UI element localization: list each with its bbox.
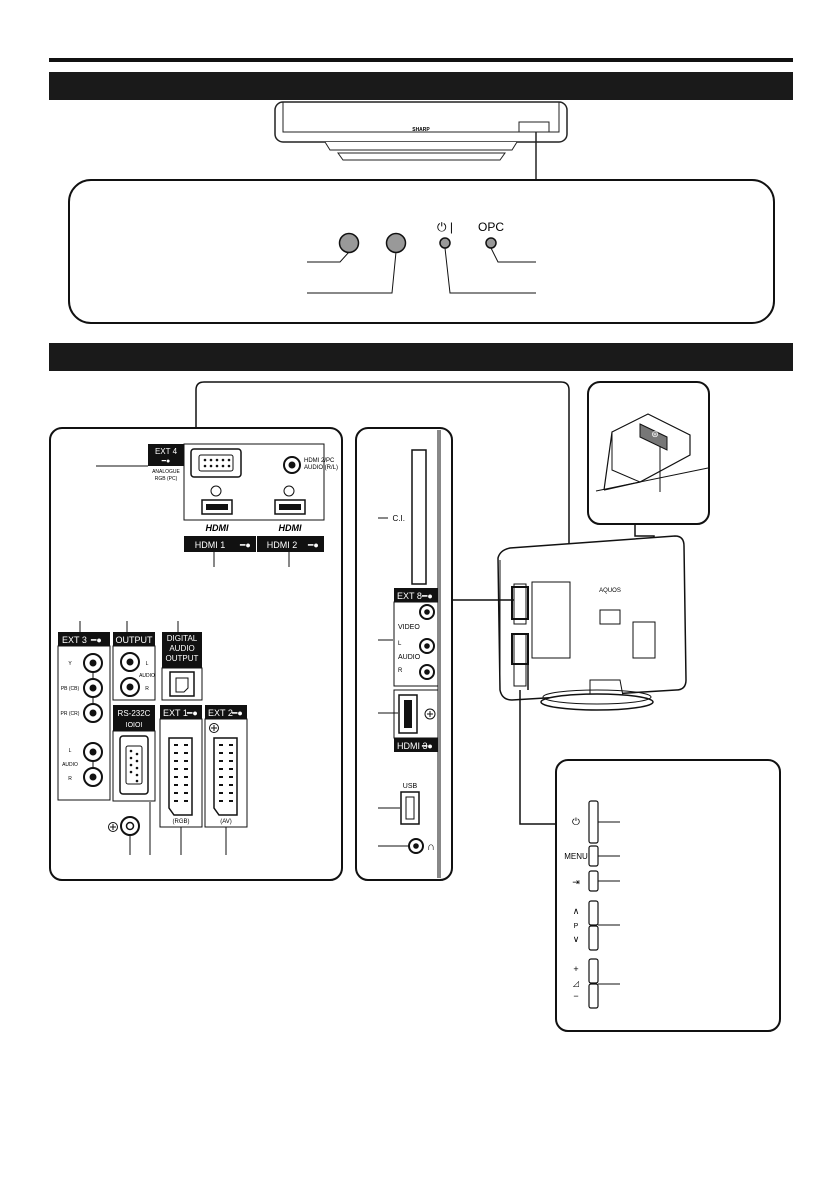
front-section-header-bar xyxy=(49,72,793,100)
svg-text:━●: ━● xyxy=(307,540,319,550)
ext3-r: R xyxy=(68,776,72,782)
side-volume-icon: ◿ xyxy=(573,979,580,988)
ext8-r: R xyxy=(398,668,403,674)
video-label: VIDEO xyxy=(398,624,420,631)
side-menu-button[interactable]: MENU xyxy=(564,852,588,861)
power-indicator-label: ⏻ | xyxy=(437,220,453,234)
side-channel-p-label: P xyxy=(574,923,579,930)
usb-label: USB xyxy=(403,783,418,790)
remote-sensor-lamp xyxy=(338,232,360,254)
ext3-audio: AUDIO xyxy=(62,762,78,768)
digital-audio-output-label-3: OUTPUT xyxy=(166,654,199,663)
ext8-label: EXT 8 xyxy=(397,591,422,601)
hdmi1-logo: HDMI xyxy=(206,523,229,533)
svg-text:━●: ━● xyxy=(421,591,433,601)
rs232c-frame xyxy=(112,730,156,802)
side-input-button[interactable]: ⇥ xyxy=(572,877,580,887)
ext3-pb: PB (CB) xyxy=(61,686,80,692)
analogue-rgb-label: ANALOGUE xyxy=(152,469,180,475)
rs232c-sub: IOIOI xyxy=(126,722,143,729)
opc-indicator-lamp xyxy=(485,237,497,249)
svg-text:━●: ━● xyxy=(186,708,198,718)
side-power-button[interactable]: ⏻ xyxy=(572,817,580,828)
rs232c-port xyxy=(119,735,149,795)
ext8-jacks xyxy=(419,604,435,680)
svg-text:━●: ━● xyxy=(231,708,243,718)
ext3-l: L xyxy=(69,748,72,754)
svg-text:━●: ━● xyxy=(90,635,102,645)
svg-text:━●: ━● xyxy=(239,540,251,550)
svg-text:━●: ━● xyxy=(421,741,433,751)
ext3-y: Y xyxy=(68,661,72,667)
vga-port xyxy=(190,448,242,478)
output-frame xyxy=(112,645,156,701)
front-sensor-panel xyxy=(518,121,550,133)
output-label: OUTPUT xyxy=(116,635,154,645)
side-channel-up-button[interactable]: ∧ xyxy=(573,906,580,916)
scart-ext1-port xyxy=(168,737,193,816)
front-indicator-callout xyxy=(68,179,775,324)
ac-input-illustration: ⊛ xyxy=(595,413,709,492)
ci-slot xyxy=(411,449,427,585)
output-jacks xyxy=(120,652,140,697)
svg-text:⊛: ⊛ xyxy=(651,429,659,439)
output-l: L xyxy=(146,661,149,667)
front-leader-lines xyxy=(307,247,536,294)
front-brand-logo: SHARP xyxy=(412,127,430,133)
ext2-label: EXT 2 xyxy=(208,708,233,718)
ci-label: C.I. xyxy=(393,514,405,523)
power-indicator-lamp xyxy=(439,237,451,249)
hdmi3-label: HDMI 3 xyxy=(397,741,428,751)
opc-label: OPC xyxy=(478,220,504,234)
hdmi1-port xyxy=(201,485,233,515)
rear-bracket-line xyxy=(195,381,570,596)
opc-sensor-lamp xyxy=(385,232,407,254)
ext1-label: EXT 1 xyxy=(163,708,188,718)
top-rule xyxy=(49,58,793,62)
ext3-label: EXT 3 xyxy=(62,635,87,645)
tv-front-illustration: SHARP xyxy=(274,101,568,180)
output-r: R xyxy=(145,686,149,692)
ext1-sub: (RGB) xyxy=(173,819,190,825)
ext3-pr: PR (CR) xyxy=(61,711,80,717)
ext4-badge xyxy=(148,444,184,466)
hdmi3-port xyxy=(398,694,436,734)
ext4-label: EXT 4 xyxy=(155,447,178,456)
hdmi2-label: HDMI 2 xyxy=(267,540,298,550)
analogue-rgb-label-2: RGB (PC) xyxy=(155,476,178,482)
headphone-icon: ∩ xyxy=(427,841,435,853)
rs232c-label: RS-232C xyxy=(118,709,151,718)
hdmi-pc-audio-label: HDMI 2/PC xyxy=(304,458,335,464)
hdmi-pc-frame xyxy=(183,443,325,521)
ext8-audio: AUDIO xyxy=(398,654,421,661)
ext3-jacks xyxy=(83,653,103,787)
hdmi2-port xyxy=(274,485,306,515)
output-audio: AUDIO xyxy=(139,673,155,679)
side-volume-up-button[interactable]: + xyxy=(573,964,578,974)
tv-logo: AQUOS xyxy=(599,588,621,594)
hdmi-pc-audio-label-2: AUDIO (R/L) xyxy=(304,465,338,471)
hdmi1-label: HDMI 1 xyxy=(195,540,226,550)
side-button-callout xyxy=(555,759,781,1032)
ext3-frame xyxy=(57,645,111,801)
tv-rear-illustration: AQUOS xyxy=(497,535,687,711)
side-channel-down-button[interactable]: ∨ xyxy=(573,934,580,944)
side-terminal-panel xyxy=(355,427,453,881)
scart-ext2-port xyxy=(209,723,238,816)
ext2-sub: (AV) xyxy=(220,819,232,825)
digital-audio-output-label-1: DIGITAL xyxy=(167,634,198,643)
hdmi2-logo: HDMI xyxy=(279,523,302,533)
side-button-shapes xyxy=(588,800,599,1009)
side-volume-down-button[interactable]: − xyxy=(573,991,578,1001)
ext8-l: L xyxy=(398,641,402,647)
rear-section-header-bar xyxy=(49,343,793,371)
rear-connector-lines xyxy=(452,586,555,825)
rear-leader-lines xyxy=(129,802,227,855)
ext8-frame xyxy=(393,601,439,687)
headphone-jack: ∩ xyxy=(408,838,435,854)
digital-audio-output-label-2: AUDIO xyxy=(169,644,194,653)
digital-frame xyxy=(161,667,203,701)
ext4-key-icon: ━● xyxy=(161,458,170,465)
